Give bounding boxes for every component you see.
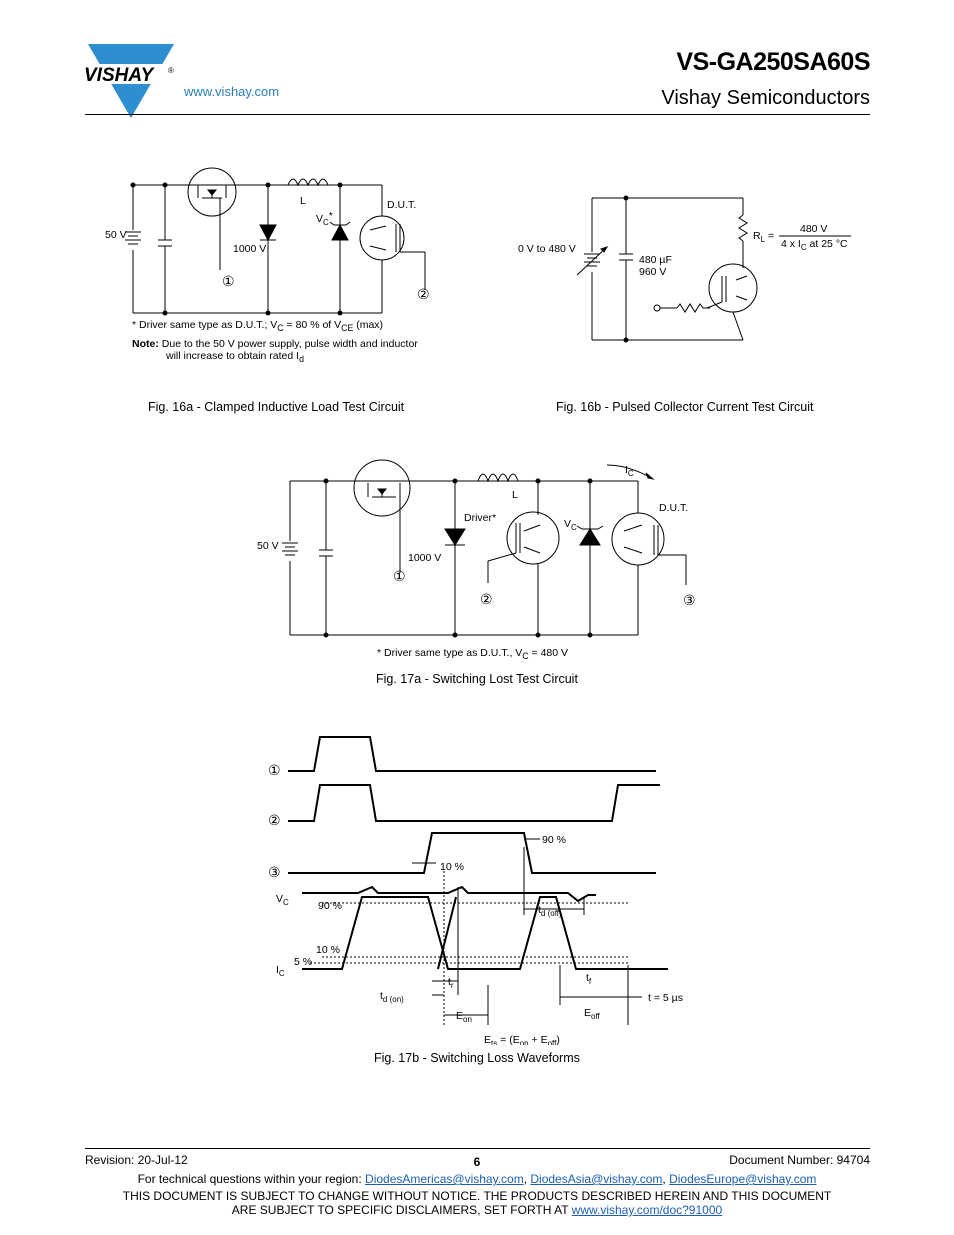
svg-text:50 V: 50 V (257, 540, 279, 552)
fig17a-note: * Driver same type as D.U.T., VC = 480 V (377, 647, 569, 662)
fig16a-note-star: * Driver same type as D.U.T.; VC = 80 % … (132, 319, 384, 334)
svg-text:L: L (512, 489, 518, 501)
svg-text:480 V: 480 V (800, 223, 827, 235)
svg-text:50 V: 50 V (105, 229, 127, 241)
svg-text:③: ③ (683, 592, 696, 608)
svg-text:90 %: 90 % (318, 900, 342, 912)
website-link[interactable]: www.vishay.com (184, 84, 280, 99)
disclaimer-line1: THIS DOCUMENT IS SUBJECT TO CHANGE WITHO… (122, 1189, 832, 1203)
svg-text:1000 V: 1000 V (233, 243, 266, 255)
svg-text:IC: IC (276, 964, 285, 978)
svg-text:Ets = (Eon + Eoff): Ets = (Eon + Eoff) (484, 1034, 560, 1045)
svg-text:4 x IC at 25 °C: 4 x IC at 25 °C (781, 238, 848, 252)
svg-text:②: ② (417, 286, 430, 302)
svg-text:RL =: RL = (753, 230, 774, 244)
svg-text:②: ② (480, 591, 493, 607)
logo-text: VISHAY (84, 65, 156, 86)
fig16a-circuit: 50 V L 1000 V VC* D.U.T. ① ② (105, 167, 430, 316)
fig17b-caption: Fig. 17b - Switching Loss Waveforms (374, 1051, 580, 1065)
tech-questions: For technical questions within your regi… (137, 1172, 817, 1186)
svg-text:②: ② (268, 812, 281, 828)
svg-text:VC: VC (276, 893, 289, 907)
svg-text:5 %: 5 % (294, 956, 312, 968)
part-number: VS-GA250SA60S (676, 48, 870, 76)
disclaimer-line2: ARE SUBJECT TO SPECIFIC DISCLAIMERS, SET… (231, 1203, 723, 1217)
svg-text:L: L (300, 195, 306, 207)
fig17a-caption: Fig. 17a - Switching Lost Test Circuit (376, 672, 578, 686)
svg-text:VC*: VC* (316, 210, 333, 227)
document-number: Document Number: 94704 (729, 1153, 870, 1167)
svg-text:③: ③ (268, 864, 281, 880)
svg-text:®: ® (168, 66, 174, 75)
page-number: 6 (473, 1155, 481, 1169)
svg-text:VC: VC (564, 518, 577, 532)
svg-text:IC: IC (625, 464, 634, 478)
revision: Revision: 20-Jul-12 (85, 1153, 188, 1167)
fig16b-circuit: 0 V to 480 V 480 µF 960 V RL = 480 V 4 x… (518, 195, 851, 343)
svg-text:10 %: 10 % (316, 944, 340, 956)
fig16b-caption: Fig. 16b - Pulsed Collector Current Test… (556, 400, 814, 414)
svg-text:t = 5 µs: t = 5 µs (648, 992, 683, 1004)
svg-text:①: ① (393, 568, 406, 584)
svg-text:Eon: Eon (456, 1010, 472, 1024)
svg-text:1000 V: 1000 V (408, 552, 441, 564)
fig17b-waveforms: ① ② ③ VC IC 90 % 10 % 90 % 10 % 5 % td (… (268, 736, 683, 1045)
svg-text:90 %: 90 % (542, 834, 566, 846)
email-americas-link[interactable]: DiodesAmericas@vishay.com (365, 1172, 524, 1186)
fig16a-caption: Fig. 16a - Clamped Inductive Load Test C… (148, 400, 405, 414)
svg-text:Driver*: Driver* (464, 512, 496, 524)
fig17a-circuit: 50 V L 1000 V Driver* VC IC D.U.T. ① ② ③ (257, 459, 696, 638)
svg-text:td (on): td (on) (380, 990, 404, 1004)
svg-text:480 µF: 480 µF (639, 254, 672, 266)
vishay-logo: VISHAY ® (82, 44, 174, 118)
svg-text:10 %: 10 % (440, 861, 464, 873)
svg-text:①: ① (222, 273, 235, 289)
disclaimer-link[interactable]: www.vishay.com/doc?91000 (571, 1203, 723, 1217)
fig16a-note: Note: Due to the 50 V power supply, puls… (132, 338, 418, 365)
svg-text:960 V: 960 V (639, 266, 666, 278)
svg-text:D.U.T.: D.U.T. (387, 199, 416, 211)
email-europe-link[interactable]: DiodesEurope@vishay.com (669, 1172, 817, 1186)
header-rule (85, 114, 870, 115)
svg-text:①: ① (268, 762, 281, 778)
company-name: Vishay Semiconductors (661, 87, 870, 109)
email-asia-link[interactable]: DiodesAsia@vishay.com (530, 1172, 663, 1186)
footer-rule (85, 1148, 870, 1149)
svg-text:tf: tf (586, 972, 592, 986)
svg-text:D.U.T.: D.U.T. (659, 502, 688, 514)
svg-text:Eoff: Eoff (584, 1007, 601, 1021)
svg-text:tr: tr (448, 976, 454, 990)
svg-text:0 V to 480 V: 0 V to 480 V (518, 243, 576, 255)
